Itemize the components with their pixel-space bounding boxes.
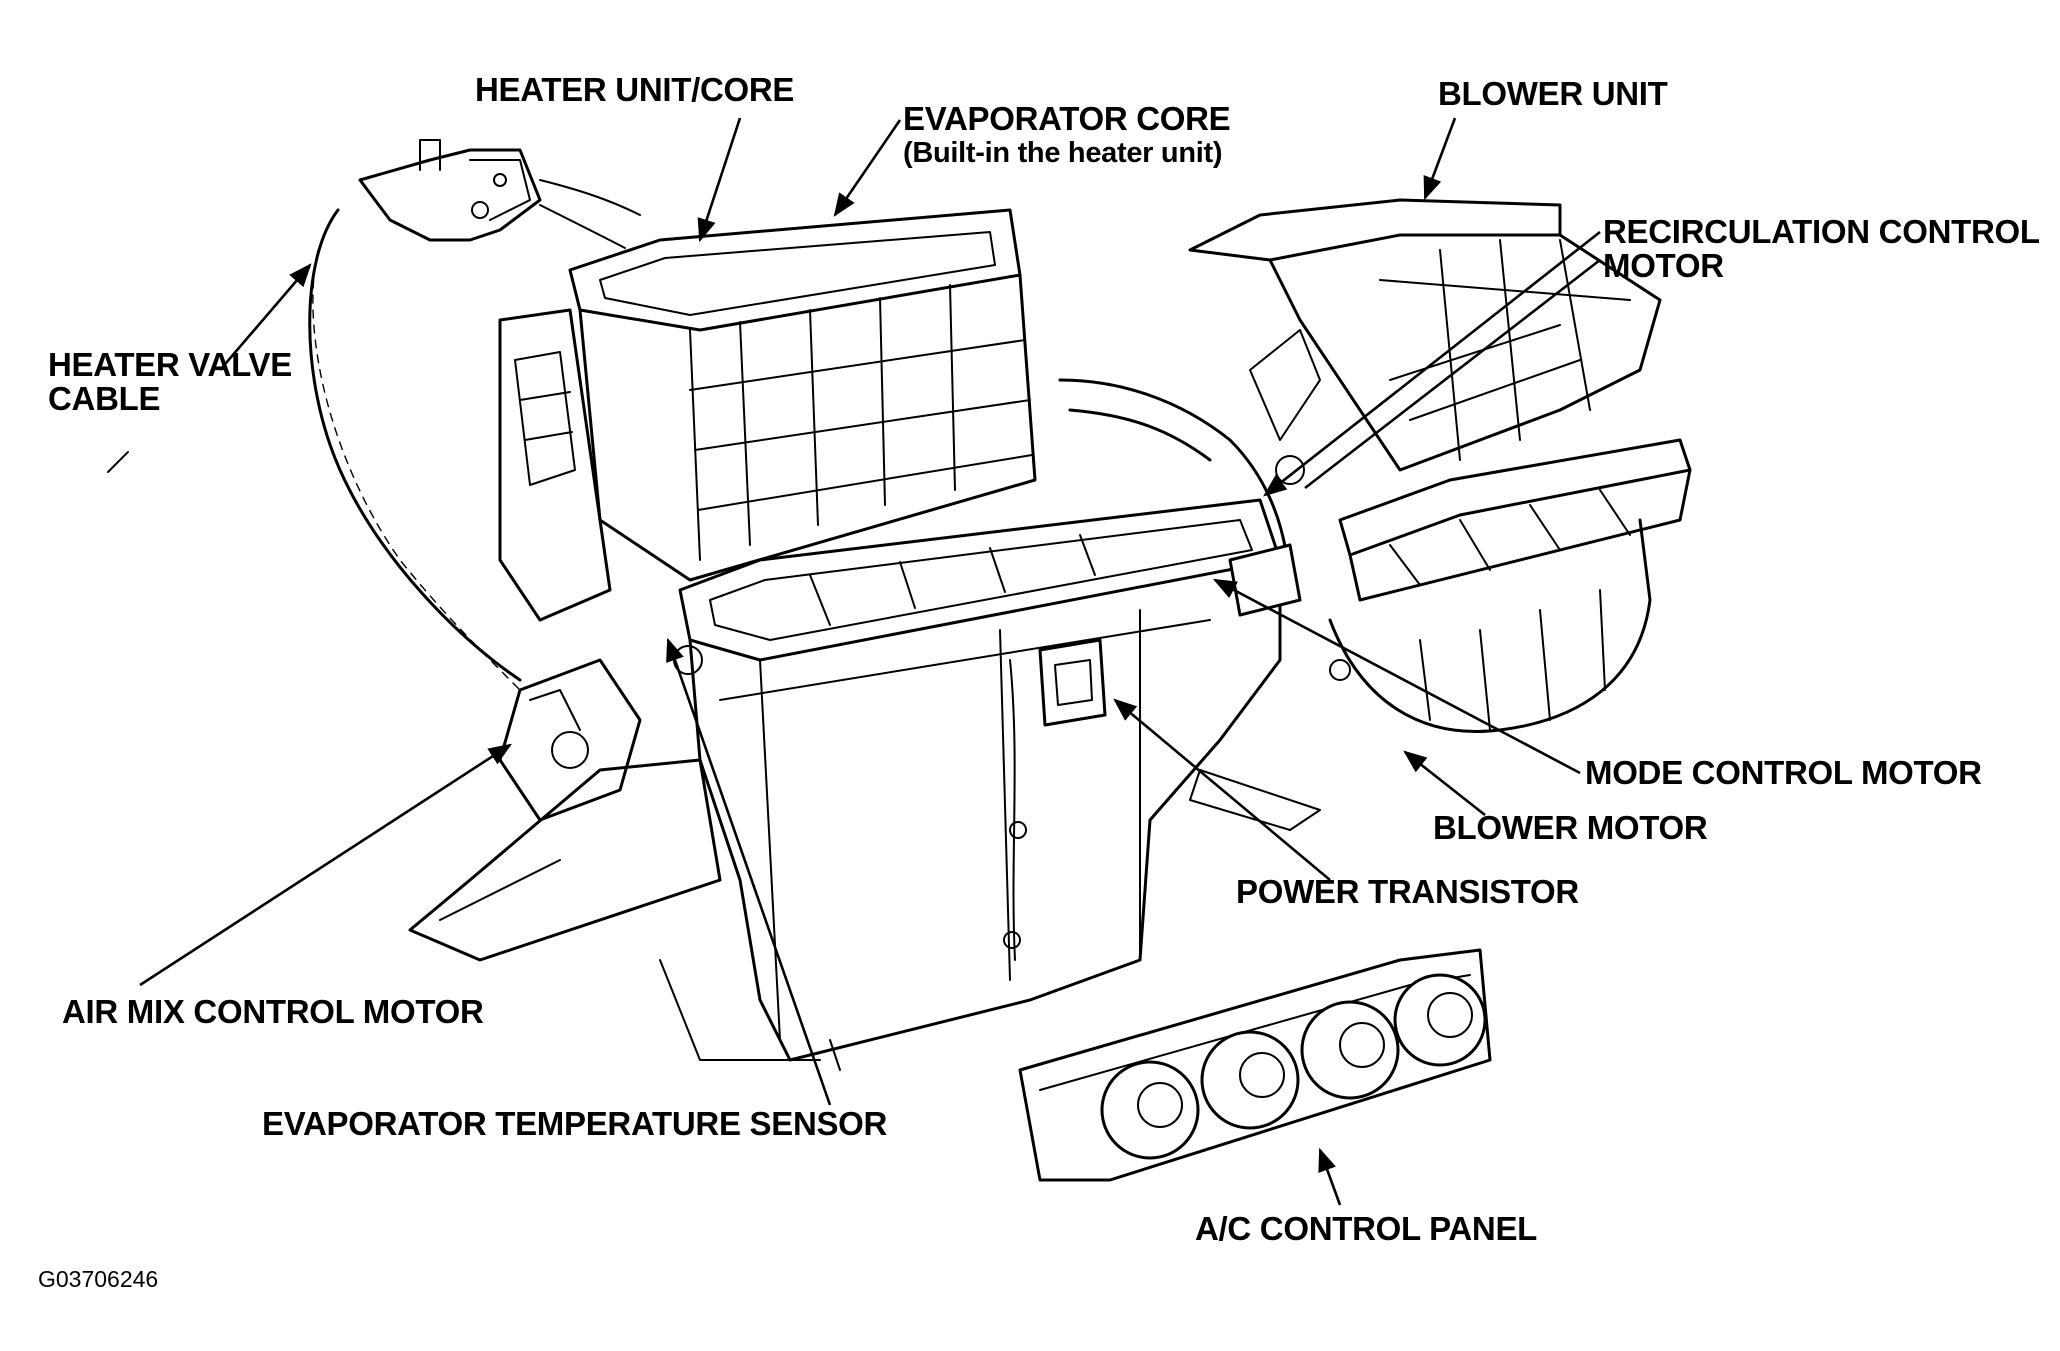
ac-control-panel-drawing — [1018, 948, 1492, 1182]
label-recirculation-line2: MOTOR — [1603, 247, 1724, 284]
label-evaporator-temperature-sensor: EVAPORATOR TEMPERATURE SENSOR — [262, 1107, 887, 1141]
label-blower-motor-text: BLOWER MOTOR — [1433, 809, 1708, 846]
leader-recirc-motor-1 — [1263, 230, 1601, 497]
label-mode-control-motor-text: MODE CONTROL MOTOR — [1585, 754, 1982, 791]
label-ac-control-panel-text: A/C CONTROL PANEL — [1195, 1210, 1538, 1247]
label-air-mix-control-motor-text: AIR MIX CONTROL MOTOR — [62, 993, 484, 1030]
label-heater-unit-core: HEATER UNIT/CORE — [475, 73, 794, 107]
label-recirculation-line1: RECIRCULATION CONTROL — [1603, 213, 2040, 250]
label-air-mix-control-motor: AIR MIX CONTROL MOTOR — [62, 993, 484, 1030]
leader-air-mix-control-motor — [139, 743, 512, 987]
label-heater-unit-core-text: HEATER UNIT/CORE — [475, 71, 795, 108]
label-ac-control-panel: A/C CONTROL PANEL — [1195, 1212, 1537, 1246]
label-heater-valve-cable: HEATER VALVE CABLE — [48, 348, 292, 416]
leader-power-transistor — [1113, 698, 1331, 881]
leader-heater-unit-core — [697, 117, 742, 243]
label-evaporator-core-text: EVAPORATOR CORE — [903, 100, 1231, 137]
leader-evaporator-core — [833, 119, 902, 217]
heater-valve-cable-drawing — [308, 139, 641, 691]
label-blower-unit-text: BLOWER UNIT — [1438, 75, 1668, 112]
label-power-transistor: POWER TRANSISTOR — [1236, 875, 1579, 909]
label-evaporator-core: EVAPORATOR CORE (Built-in the heater uni… — [903, 100, 1231, 170]
figure-code: G03706246 — [38, 1266, 159, 1292]
leader-ac-control-panel — [1318, 1147, 1342, 1206]
label-mode-control-motor: MODE CONTROL MOTOR — [1585, 756, 1982, 790]
leader-recirc-motor-2 — [1304, 258, 1601, 490]
label-blower-unit: BLOWER UNIT — [1438, 77, 1668, 111]
leader-mode-control-motor — [1212, 578, 1581, 775]
leader-evap-temp-sensor — [666, 637, 832, 1106]
label-evaporator-core-note: (Built-in the heater unit) — [903, 137, 1223, 169]
label-evaporator-temperature-sensor-text: EVAPORATOR TEMPERATURE SENSOR — [262, 1105, 888, 1142]
label-blower-motor: BLOWER MOTOR — [1433, 809, 1708, 846]
leader-blower-unit — [1423, 117, 1457, 201]
heater-unit-drawing — [408, 208, 1282, 1071]
label-recirculation-control-motor: RECIRCULATION CONTROL MOTOR — [1603, 215, 2040, 283]
leader-heater-valve-cable — [219, 263, 312, 371]
label-heater-valve-line1: HEATER VALVE — [48, 346, 292, 383]
label-heater-valve-line2: CABLE — [48, 380, 161, 417]
leader-lines — [139, 117, 1601, 1206]
leader-blower-motor — [1403, 750, 1486, 817]
label-power-transistor-text: POWER TRANSISTOR — [1236, 873, 1579, 910]
